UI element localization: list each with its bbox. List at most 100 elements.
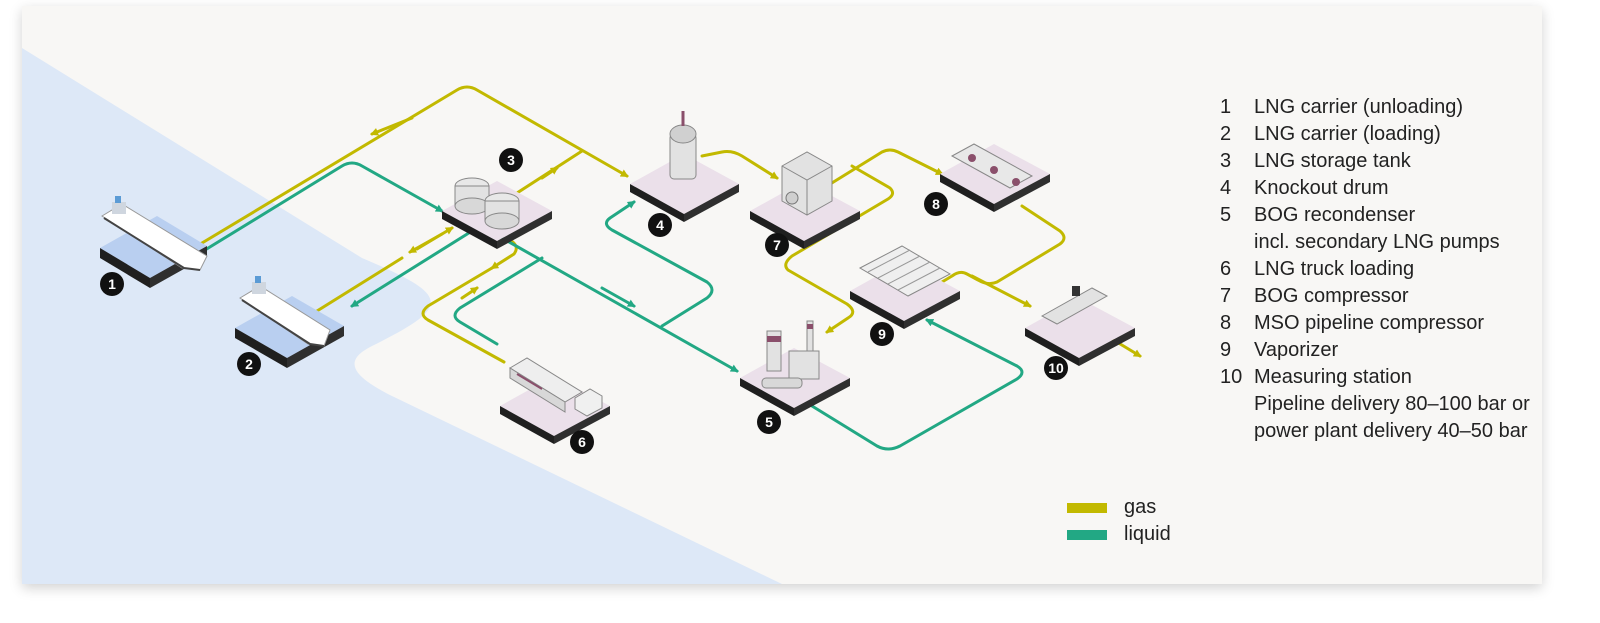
- liquid-pipe-arrow-mid: [600, 286, 636, 308]
- gas-pipe-ship2-arrow2: [408, 232, 444, 254]
- badge-2: 2: [237, 352, 261, 376]
- liquid-swatch: [1067, 529, 1107, 540]
- legend-text: LNG carrier (unloading): [1254, 96, 1463, 118]
- svg-text:9: 9: [878, 326, 886, 342]
- gas-pipe-8-10: [930, 204, 1066, 290]
- liquid-pipe-to-drum: [605, 200, 714, 328]
- gas-pipe-arrow-ship1: [370, 116, 414, 136]
- legend-text: Vaporizer: [1254, 339, 1339, 361]
- legend-row: 4 Knockout drum: [1220, 175, 1530, 202]
- badge-3: 3: [499, 148, 523, 172]
- legend-text: Knockout drum: [1254, 177, 1389, 199]
- liquid-pipe-tank-ship2: [350, 229, 474, 308]
- liquid-pipe-tank-truck: [453, 256, 544, 346]
- legend-text: LNG carrier (loading): [1254, 123, 1441, 145]
- sea-area: [22, 48, 782, 584]
- legend-row: incl. secondary LNG pumps: [1220, 229, 1530, 256]
- badge-4: 4: [648, 213, 672, 237]
- legend-number: [1220, 418, 1254, 445]
- gas-pipe-9-10: [970, 274, 1032, 308]
- gas-swatch: [1067, 502, 1107, 513]
- gas-pipe-comp-5: [784, 164, 895, 334]
- platform-1-ship-unloading: [100, 196, 208, 288]
- svg-text:10: 10: [1048, 360, 1064, 376]
- liquid-pipe-tank-5: [500, 236, 739, 373]
- key-liquid: liquid: [1067, 523, 1171, 546]
- gas-pipe-truck-2: [421, 266, 506, 364]
- number-badges: 1 2 3 4 5 6 7 8 9 10: [100, 148, 1068, 454]
- gas-pipe-comp-8: [825, 148, 944, 188]
- legend-row: 7 BOG compressor: [1220, 283, 1530, 310]
- badge-6: 6: [570, 430, 594, 454]
- platforms: [100, 111, 1135, 444]
- process-diagram: 1 2 3 4 5 6 7 8 9 10: [22, 48, 1142, 584]
- platform-2-ship-loading: [235, 276, 344, 368]
- platform-6-truck-loading: [500, 357, 610, 444]
- platform-5-bog-recondenser: [740, 320, 850, 416]
- legend-text: LNG storage tank: [1254, 150, 1411, 172]
- svg-text:5: 5: [765, 414, 773, 430]
- badge-10: 10: [1044, 356, 1068, 380]
- gas-pipe-tank-up-arrow: [540, 166, 559, 180]
- gas-pipe-ship2: [315, 256, 404, 313]
- legend-row: 9 Vaporizer: [1220, 337, 1530, 364]
- legend-number: 6: [1220, 258, 1232, 280]
- legend-row: 8 MSO pipeline compressor: [1220, 310, 1530, 337]
- platform-9-vaporizer: [850, 245, 960, 329]
- legend-number: 2: [1220, 123, 1232, 145]
- legend-row: Pipeline delivery 80–100 bar or: [1220, 391, 1530, 418]
- legend-text: incl. secondary LNG pumps: [1254, 231, 1500, 253]
- legend-number: 7: [1220, 285, 1232, 307]
- platform-4-knockout-drum: [630, 111, 739, 222]
- svg-text:1: 1: [108, 276, 116, 292]
- badge-5: 5: [757, 410, 781, 434]
- legend-text: Measuring station: [1254, 366, 1412, 388]
- badge-7: 7: [765, 233, 789, 257]
- legend-row: power plant delivery 40–50 bar: [1220, 418, 1530, 445]
- key-gas-label: gas: [1124, 496, 1157, 518]
- legend-row: 5 BOG recondenser: [1220, 202, 1530, 229]
- legend-number: 8: [1220, 312, 1232, 334]
- legend-number: 3: [1220, 150, 1232, 172]
- gas-pipe-truck-arrow: [460, 286, 479, 300]
- legend-number: 4: [1220, 177, 1232, 199]
- legend-number: 9: [1220, 339, 1232, 361]
- legend-number: [1220, 229, 1254, 256]
- platform-3-storage-tank: [442, 177, 552, 249]
- key-gas: gas: [1067, 496, 1156, 519]
- gas-pipe-main: [195, 85, 629, 248]
- legend-row: 3 LNG storage tank: [1220, 148, 1530, 175]
- svg-text:8: 8: [932, 196, 940, 212]
- svg-text:6: 6: [578, 434, 586, 450]
- component-legend: 1 LNG carrier (unloading) 2 LNG carrier (lo…: [1220, 94, 1530, 445]
- svg-text:3: 3: [507, 152, 515, 168]
- svg-text:4: 4: [656, 217, 664, 233]
- badge-8: 8: [924, 192, 948, 216]
- platform-10-measuring-station: [1025, 286, 1135, 366]
- liquid-pipe-5-9: [810, 318, 1024, 451]
- badge-9: 9: [870, 322, 894, 346]
- platform-8-mso-compressor: [940, 143, 1050, 212]
- badge-1: 1: [100, 272, 124, 296]
- svg-text:7: 7: [773, 237, 781, 253]
- legend-number: 1: [1220, 96, 1232, 118]
- diagram-card: 1 2 3 4 5 6 7 8 9 10 1 LNG carrier (unloa…: [22, 6, 1542, 584]
- legend-number: [1220, 391, 1254, 418]
- legend-text: BOG compressor: [1254, 285, 1409, 307]
- legend-row: 6 LNG truck loading: [1220, 256, 1530, 283]
- legend-text: MSO pipeline compressor: [1254, 312, 1485, 334]
- legend-row: 2 LNG carrier (loading): [1220, 121, 1530, 148]
- legend-text: Pipeline delivery 80–100 bar or: [1254, 393, 1530, 415]
- liquid-pipe-ship1-tank: [203, 161, 444, 252]
- platform-7-bog-compressor: [750, 151, 860, 249]
- svg-text:2: 2: [245, 356, 253, 372]
- legend-text: LNG truck loading: [1254, 258, 1415, 280]
- key-liquid-label: liquid: [1124, 523, 1171, 545]
- legend-number: 10: [1220, 366, 1243, 388]
- legend-text: power plant delivery 40–50 bar: [1254, 420, 1528, 442]
- legend-row: 1 LNG carrier (unloading): [1220, 94, 1530, 121]
- gas-pipe-drum-comp: [700, 150, 779, 180]
- legend-row: 10 Measuring station: [1220, 364, 1530, 391]
- legend-number: 5: [1220, 204, 1232, 226]
- legend-text: BOG recondenser: [1254, 204, 1416, 226]
